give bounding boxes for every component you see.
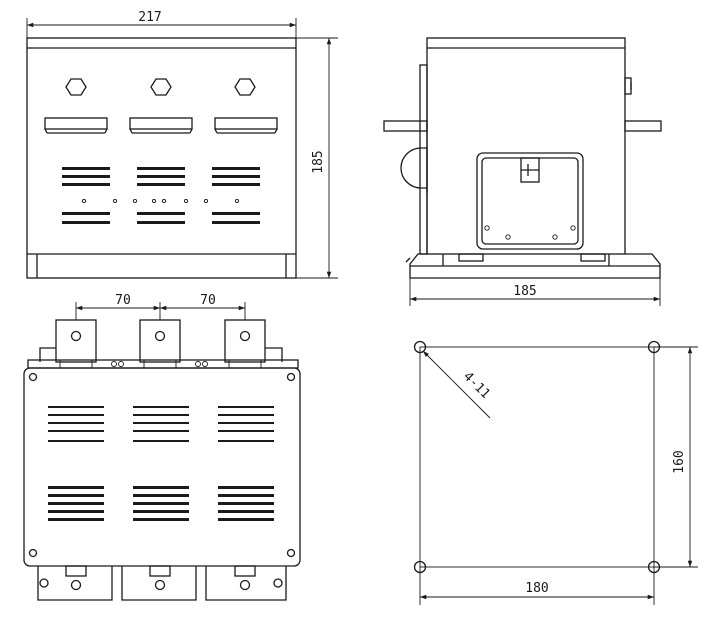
mount-hole-label: 4-11 [460, 369, 493, 402]
hex-bolt-icon [234, 78, 256, 96]
top-vents-upper [48, 406, 274, 442]
mount-hole-icon [413, 340, 427, 354]
mount-width-dim: 180 [525, 581, 548, 596]
front-handle [129, 117, 193, 134]
front-view: 217 [26, 10, 338, 279]
hex-bolt-icon [150, 78, 172, 96]
front-handle [214, 117, 278, 134]
side-view: 185 [383, 37, 662, 306]
front-vents [62, 167, 260, 224]
top-terminal [139, 319, 181, 363]
top-vents-lower [48, 486, 274, 521]
mount-height-dim: 160 [672, 450, 687, 473]
front-handle [44, 117, 108, 134]
pitch-left-dim: 70 [115, 293, 131, 308]
top-terminal [224, 319, 266, 363]
pitch-right-dim: 70 [200, 293, 216, 308]
indicator-dots [81, 198, 240, 204]
front-width-dim: 217 [138, 10, 161, 25]
top-terminal [55, 319, 97, 363]
side-width-dim: 185 [513, 284, 536, 299]
top-view: 70 70 [23, 293, 301, 601]
mounting-plan: 4-11 160 180 [413, 340, 698, 605]
front-height-dim: 185 [311, 150, 326, 173]
hex-bolt-icon [65, 78, 87, 96]
